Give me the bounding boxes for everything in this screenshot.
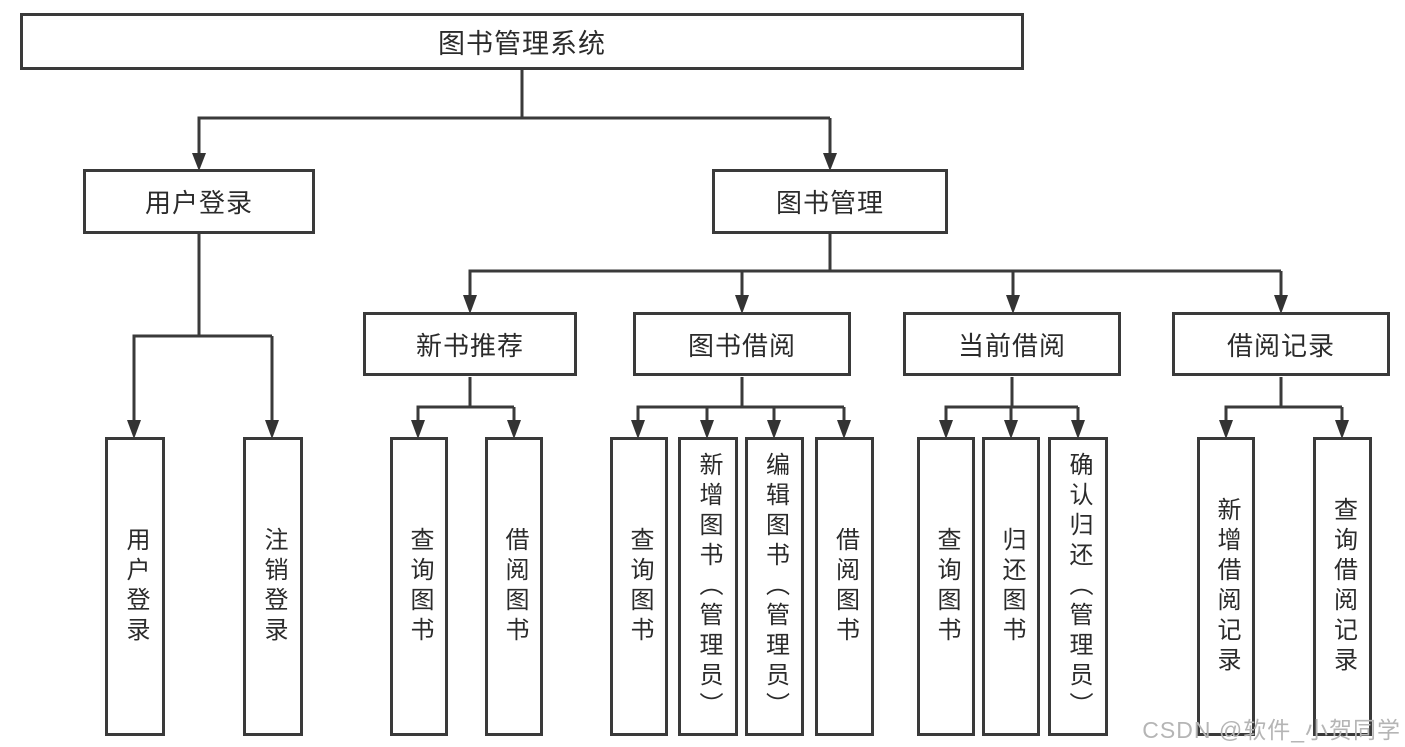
node-new-book-recommend-label: 新书推荐	[415, 330, 524, 361]
connector-current-borrowing-to-leaves	[939, 377, 1085, 439]
leaf-newbook-query-books-label: 查询图书	[406, 526, 433, 647]
leaf-borrow-borrow-books-label: 借阅图书	[831, 526, 859, 647]
connector-new-book-to-leaves	[411, 377, 521, 439]
node-current-borrowing-label: 当前借阅	[957, 330, 1066, 361]
leaf-current-query-books: 查询图书	[917, 437, 975, 736]
leaf-user-login-label: 用户登录	[122, 526, 149, 647]
connector-book-management-to-level3	[463, 234, 1288, 314]
leaf-borrow-edit-books-admin: 编辑图书（管理员）	[745, 437, 804, 736]
leaf-newbook-borrow-books: 借阅图书	[485, 437, 543, 736]
leaf-user-login: 用户登录	[105, 437, 165, 736]
leaf-records-query-record-label: 查询借阅记录	[1329, 496, 1357, 677]
leaf-borrow-query-books: 查询图书	[610, 437, 668, 736]
connector-book-borrowing-to-leaves	[631, 377, 851, 439]
leaf-records-query-record: 查询借阅记录	[1313, 437, 1372, 736]
leaf-records-add-record-label: 新增借阅记录	[1213, 496, 1240, 677]
leaf-borrow-edit-books-admin-label: 编辑图书（管理员）	[761, 451, 789, 722]
leaf-borrow-add-books-admin: 新增图书（管理员）	[678, 437, 738, 736]
node-new-book-recommend: 新书推荐	[363, 312, 577, 376]
leaf-records-add-record: 新增借阅记录	[1197, 437, 1255, 736]
leaf-newbook-query-books: 查询图书	[390, 437, 448, 736]
connector-borrowing-records-to-leaves	[1219, 377, 1349, 439]
leaf-logout-label: 注销登录	[260, 526, 287, 647]
connector-root-to-level2	[192, 70, 837, 171]
leaf-borrow-borrow-books: 借阅图书	[815, 437, 874, 736]
node-user-login: 用户登录	[83, 169, 315, 234]
node-borrowing-records-label: 借阅记录	[1226, 330, 1335, 361]
node-borrowing-records: 借阅记录	[1172, 312, 1390, 376]
leaf-current-confirm-return-admin: 确认归还（管理员）	[1048, 437, 1108, 736]
leaf-newbook-borrow-books-label: 借阅图书	[501, 526, 528, 647]
leaf-logout: 注销登录	[243, 437, 303, 736]
leaf-borrow-add-books-admin-label: 新增图书（管理员）	[695, 451, 722, 722]
connector-user-login-to-leaves	[127, 234, 279, 439]
leaf-borrow-query-books-label: 查询图书	[626, 526, 653, 647]
node-book-management: 图书管理	[712, 169, 948, 234]
node-current-borrowing: 当前借阅	[903, 312, 1121, 376]
leaf-current-confirm-return-admin-label: 确认归还（管理员）	[1065, 451, 1092, 722]
node-book-borrowing-label: 图书借阅	[687, 330, 796, 361]
leaf-current-query-books-label: 查询图书	[933, 526, 960, 647]
leaf-current-return-books: 归还图书	[982, 437, 1040, 736]
node-root-label: 图书管理系统	[438, 29, 606, 59]
leaf-current-return-books-label: 归还图书	[998, 526, 1025, 647]
node-root: 图书管理系统	[20, 13, 1024, 70]
node-user-login-label: 用户登录	[144, 188, 253, 218]
node-book-borrowing: 图书借阅	[633, 312, 851, 376]
node-book-management-label: 图书管理	[775, 188, 884, 218]
